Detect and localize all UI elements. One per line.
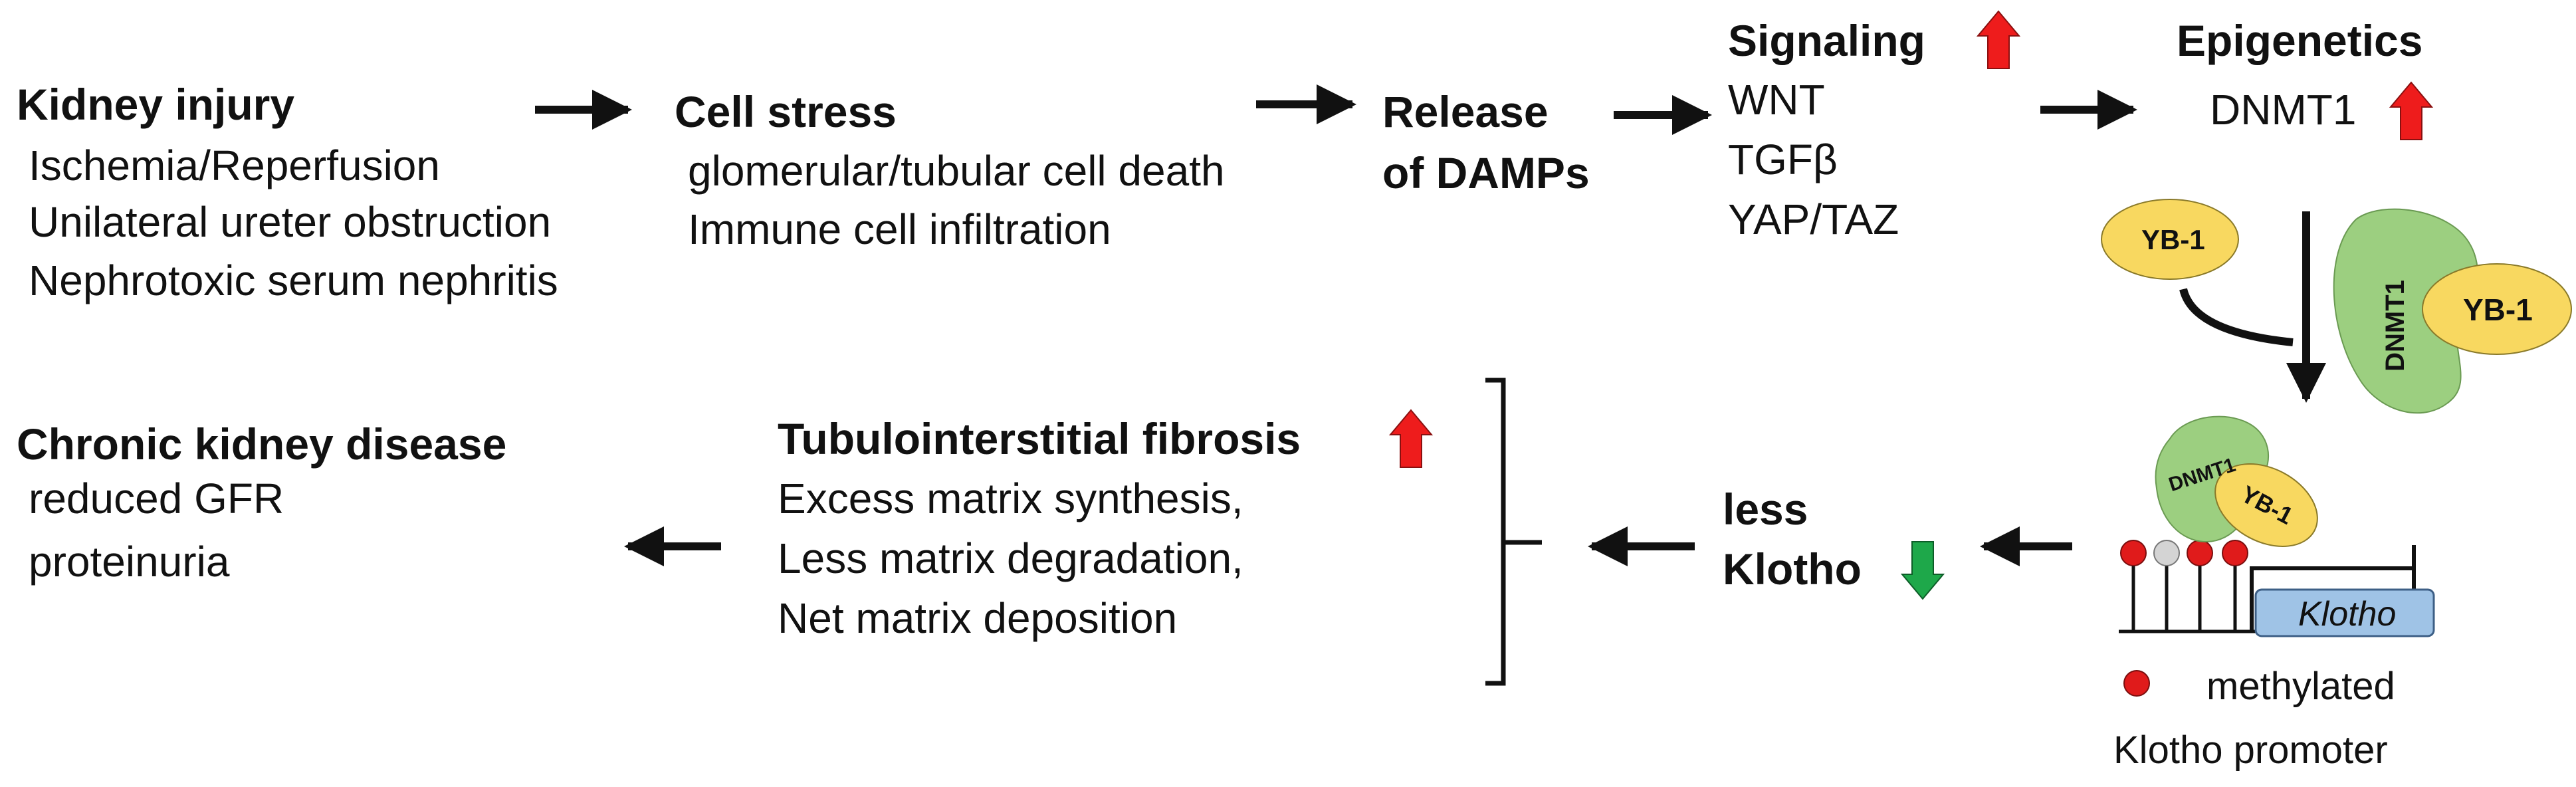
injury-title: Kidney injury bbox=[17, 80, 295, 129]
fibrosis-up-arrow bbox=[1388, 409, 1434, 468]
injury-item-3: Nephrotoxic serum nephritis bbox=[29, 257, 558, 304]
ckd-item-1: reduced GFR bbox=[29, 475, 284, 522]
methylated-cpg-1 bbox=[2120, 540, 2147, 566]
stress-item-2: Immune cell infiltration bbox=[688, 205, 1111, 253]
klotho-gene-label: Klotho bbox=[2298, 595, 2397, 633]
dnmt1-complex-label: DNMT1 bbox=[2380, 280, 2410, 372]
fibrosis-item-2: Less matrix degradation, bbox=[778, 534, 1243, 582]
signaling-item-tgfb: TGFβ bbox=[1728, 136, 1838, 183]
ckd-title: Chronic kidney disease bbox=[17, 419, 507, 469]
epigenetics-dnmt1: DNMT1 bbox=[2210, 86, 2357, 134]
klotho-line2: Klotho bbox=[1723, 544, 1862, 594]
fibrosis-bracket bbox=[1485, 378, 1542, 686]
fibrosis-item-3: Net matrix deposition bbox=[778, 594, 1178, 642]
unmethylated-cpg bbox=[2153, 540, 2180, 566]
signaling-item-yaptaz: YAP/TAZ bbox=[1728, 195, 1899, 243]
klotho-down-arrow bbox=[1900, 541, 1945, 600]
legend-methyl-dot bbox=[2123, 670, 2150, 697]
injury-item-1: Ischemia/Reperfusion bbox=[29, 142, 440, 189]
binding-curve bbox=[2179, 288, 2294, 346]
signaling-title: Signaling bbox=[1728, 16, 1925, 65]
yb1-bound-shape bbox=[2422, 263, 2572, 355]
klotho-gene-box bbox=[2254, 588, 2435, 637]
methylated-cpg-2 bbox=[2187, 540, 2213, 566]
fibrosis-title: Tubulointerstitial fibrosis bbox=[778, 414, 1301, 463]
legend-methylated: methylated bbox=[2206, 665, 2395, 708]
methylated-cpg-3 bbox=[2222, 540, 2248, 566]
yb1-promoter-shape bbox=[2214, 463, 2318, 547]
stress-title: Cell stress bbox=[675, 87, 897, 136]
signaling-up-arrow bbox=[1976, 10, 2021, 69]
ckd-item-2: proteinuria bbox=[29, 538, 230, 586]
yb1-free-label: YB-1 bbox=[2141, 224, 2205, 255]
fibrosis-item-1: Excess matrix synthesis, bbox=[778, 475, 1243, 522]
transcription-block bbox=[2250, 545, 2416, 631]
yb1-bound-label: YB-1 bbox=[2463, 292, 2533, 327]
signaling-item-wnt: WNT bbox=[1728, 76, 1825, 124]
yb1-free-shape bbox=[2101, 199, 2239, 280]
injury-item-2: Unilateral ureter obstruction bbox=[29, 198, 552, 246]
legend-klotho-promoter: Klotho promoter bbox=[2113, 729, 2388, 772]
stress-item-1: glomerular/tubular cell death bbox=[688, 147, 1225, 195]
epigenetics-title: Epigenetics bbox=[2177, 16, 2423, 65]
dnmt1-shape bbox=[2333, 208, 2478, 414]
klotho-line1: less bbox=[1723, 485, 1808, 534]
dnmt1-up-arrow bbox=[2389, 81, 2434, 140]
damps-title-line1: Release bbox=[1382, 87, 1549, 136]
damps-title-line2: of DAMPs bbox=[1382, 148, 1590, 197]
